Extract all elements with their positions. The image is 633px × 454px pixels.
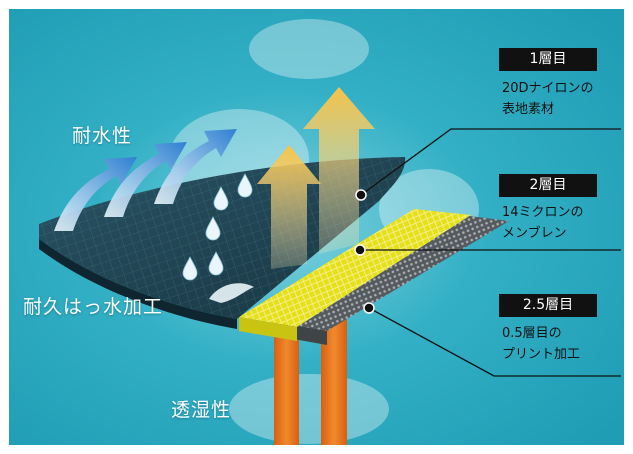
layer-illustration — [9, 9, 624, 445]
layer2-desc: 14ミクロンの メンブレン — [502, 205, 584, 241]
waterproof-label: 耐水性 — [72, 125, 133, 147]
leader-line-layer1 — [360, 128, 621, 196]
layer3-desc: 0.5層目の プリント加工 — [502, 326, 581, 362]
marker-dot — [354, 244, 366, 256]
diagram-panel: 耐水性 耐久はっ水加工 透湿性 1層目 20Dナイロンの 表地素材 2層目 14… — [9, 9, 624, 445]
breath-arrow-icon — [321, 309, 347, 445]
water-splash-icon — [209, 283, 254, 303]
leader-line-layer3 — [368, 307, 621, 377]
layer3-badge: 2.5層目 — [499, 294, 597, 317]
vapor-arrow-icon — [303, 87, 375, 254]
marker-dot — [363, 302, 375, 314]
water-repellent-label: 耐久はっ水加工 — [23, 296, 164, 318]
layer1-desc: 20Dナイロンの 表地素材 — [502, 81, 594, 117]
wind-arrow-icon — [54, 129, 237, 231]
marker-dot — [355, 189, 367, 201]
breathable-label: 透湿性 — [171, 399, 232, 421]
water-drop-icon — [182, 173, 253, 281]
membrane-layer — [239, 209, 471, 327]
layer2-badge: 2層目 — [499, 174, 597, 197]
vapor-arrow-icon — [257, 145, 321, 269]
layer1-badge: 1層目 — [499, 48, 597, 71]
breath-arrow-icon — [274, 309, 299, 445]
